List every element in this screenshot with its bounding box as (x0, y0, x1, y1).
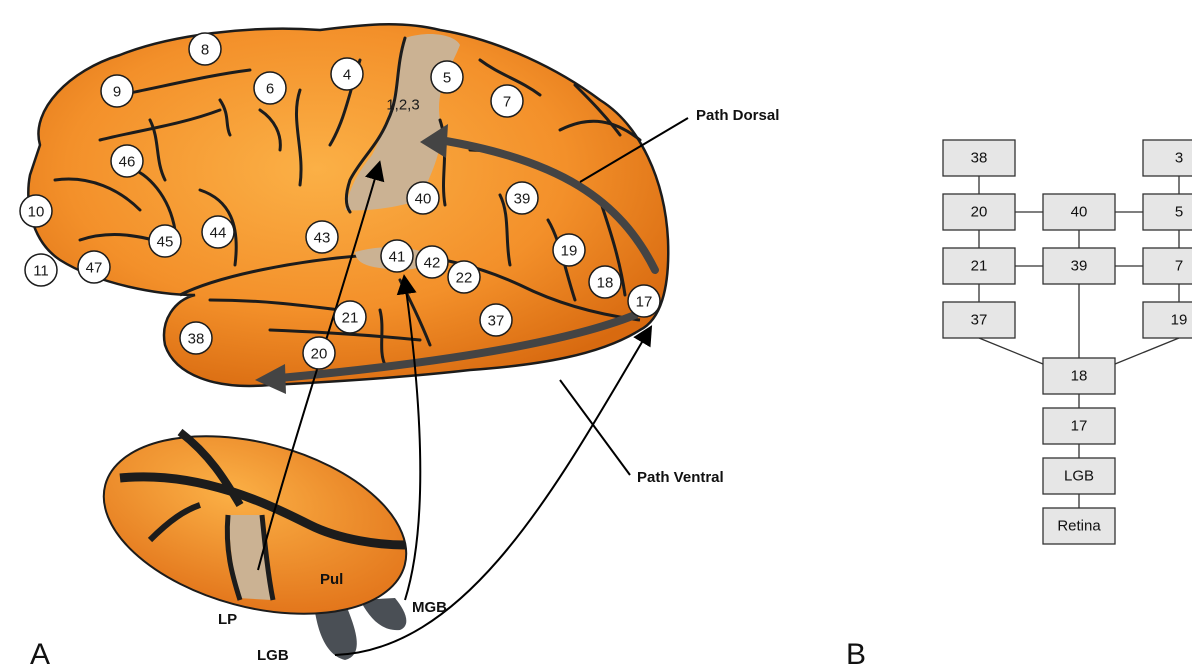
mgb-label: MGB (412, 599, 447, 616)
box-label: 18 (1071, 368, 1088, 385)
panel-letter-b: B (846, 638, 866, 670)
box-frame (1143, 194, 1192, 230)
brodmann-area-18: 18 (589, 266, 621, 298)
hierarchy-box-lgb: LGB (1043, 458, 1115, 494)
area-number-label: 47 (86, 260, 103, 277)
brodmann-area-39: 39 (506, 182, 538, 214)
path-ventral-label: Path Ventral (637, 469, 724, 486)
area-number-label: 44 (210, 225, 227, 242)
area-number-label: 37 (488, 313, 505, 330)
hierarchy-box-39: 39 (1043, 248, 1115, 284)
area-number-label: 10 (28, 204, 45, 221)
hierarchy-box-17: 17 (1043, 408, 1115, 444)
area-number-label: 9 (113, 84, 121, 101)
hierarchy-box-5: 5 (1143, 194, 1192, 230)
box-label: 40 (1071, 204, 1088, 221)
brodmann-area-5: 5 (431, 61, 463, 93)
box-frame (1143, 248, 1192, 284)
area-number-label: 7 (503, 94, 511, 111)
box-label: LGB (1064, 468, 1094, 485)
lgb-nucleus (315, 610, 357, 660)
box-label: 21 (971, 258, 988, 275)
brodmann-area-20: 20 (303, 337, 335, 369)
area-number-label: 8 (201, 42, 209, 59)
panel-letter-a: A (30, 638, 50, 670)
area-number-label: 18 (597, 275, 614, 292)
hierarchy-box-40: 40 (1043, 194, 1115, 230)
area-number-label: 22 (456, 270, 473, 287)
brodmann-area-37: 37 (480, 304, 512, 336)
area-number-label: 17 (636, 294, 653, 311)
hierarchy-box-19: 19 (1143, 302, 1192, 338)
hierarchy-box-7: 7 (1143, 248, 1192, 284)
box-label: 5 (1175, 204, 1183, 221)
box-frame (1143, 140, 1192, 176)
area-number-label: 20 (311, 346, 328, 363)
area-number-label: 46 (119, 154, 136, 171)
brodmann-area-47: 47 (78, 251, 110, 283)
brodmann-area-8: 8 (189, 33, 221, 65)
brodmann-area-43: 43 (306, 221, 338, 253)
area-number-label: 21 (342, 310, 359, 327)
area-number-label: 4 (343, 67, 351, 84)
hierarchy-box-3: 3 (1143, 140, 1192, 176)
area-number-label: 11 (33, 263, 49, 280)
hierarchy-box-20: 20 (943, 194, 1015, 230)
box-label: 3 (1175, 150, 1183, 167)
path-dorsal-label: Path Dorsal (696, 107, 779, 124)
brodmann-area-17: 17 (628, 285, 660, 317)
box-label: 7 (1175, 258, 1183, 275)
thalamus (84, 406, 426, 660)
brodmann-area-45: 45 (149, 225, 181, 257)
hierarchy-box-18: 18 (1043, 358, 1115, 394)
brodmann-area-42: 42 (416, 246, 448, 278)
brodmann-area-7: 7 (491, 85, 523, 117)
area-number-label: 38 (188, 331, 205, 348)
brodmann-area-21: 21 (334, 301, 366, 333)
area-number-label: 19 (561, 243, 578, 260)
hierarchy-box-37: 37 (943, 302, 1015, 338)
box-label: 17 (1071, 418, 1088, 435)
area-number-label: 45 (157, 234, 174, 251)
area-number-label: 39 (514, 191, 531, 208)
box-label: 37 (971, 312, 988, 329)
brodmann-area-6: 6 (254, 72, 286, 104)
brodmann-area-44: 44 (202, 216, 234, 248)
area-number-label: 41 (389, 249, 406, 266)
area-1-2-3-label: 1,2,3 (386, 97, 419, 114)
area-number-label: 40 (415, 191, 432, 208)
box-label: 38 (971, 150, 988, 167)
box-label: Retina (1057, 518, 1101, 535)
brodmann-area-38: 38 (180, 322, 212, 354)
pul-label: Pul (320, 571, 343, 588)
brodmann-area-40: 40 (407, 182, 439, 214)
hierarchy-box-38: 38 (943, 140, 1015, 176)
box-label: 39 (1071, 258, 1088, 275)
brodmann-area-9: 9 (101, 75, 133, 107)
area-number-label: 5 (443, 70, 451, 87)
brodmann-area-19: 19 (553, 234, 585, 266)
area-number-label: 6 (266, 81, 274, 98)
box-label: 20 (971, 204, 988, 221)
brodmann-area-10: 10 (20, 195, 52, 227)
box-label: 19 (1171, 312, 1188, 329)
lp-label: LP (218, 611, 237, 628)
lgb-label: LGB (257, 647, 289, 664)
brodmann-area-11: 11 (25, 254, 57, 286)
brodmann-area-46: 46 (111, 145, 143, 177)
hierarchy-box-21: 21 (943, 248, 1015, 284)
brodmann-area-41: 41 (381, 240, 413, 272)
area-number-label: 42 (424, 255, 441, 272)
area-number-label: 43 (314, 230, 331, 247)
brodmann-area-22: 22 (448, 261, 480, 293)
hierarchy-box-retina: Retina (1043, 508, 1115, 544)
brodmann-area-4: 4 (331, 58, 363, 90)
